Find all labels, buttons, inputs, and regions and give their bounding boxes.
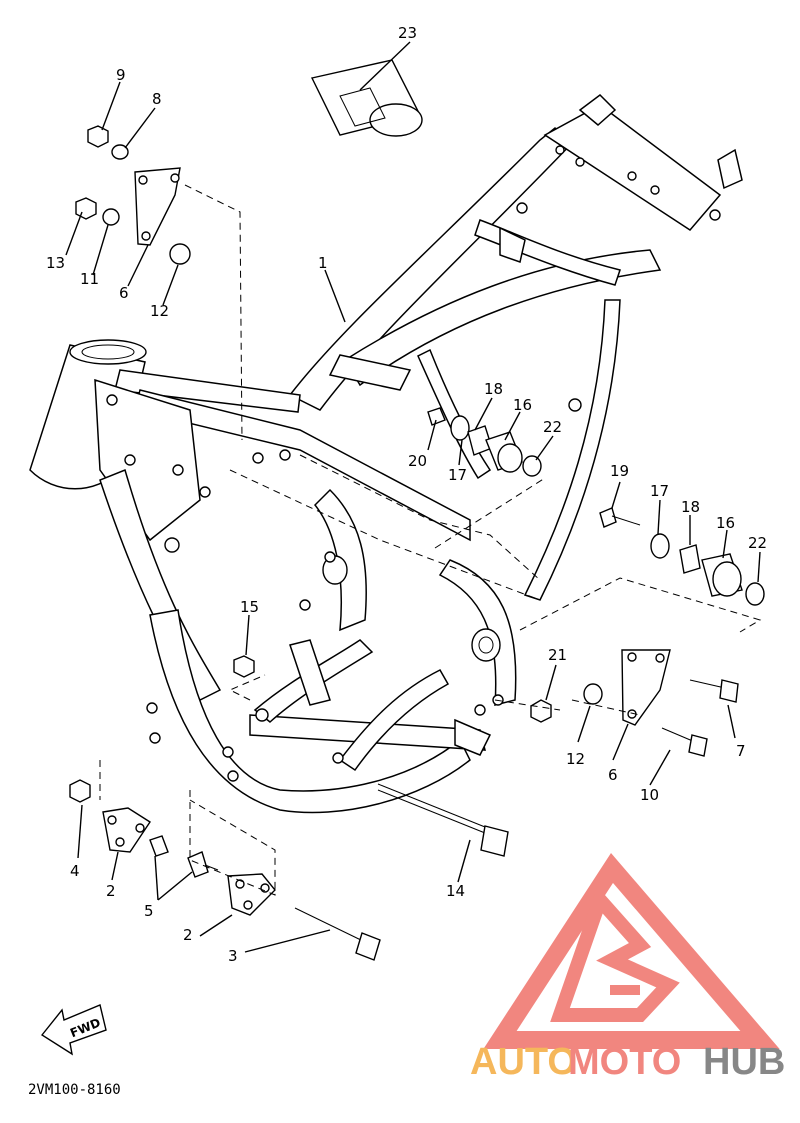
washer-8 (111, 144, 129, 160)
callout-22-top: 22 (543, 418, 562, 436)
callout-4: 4 (70, 862, 80, 880)
callout-1: 1 (318, 254, 328, 272)
bolt-14 (377, 789, 491, 836)
frame-cover-sleeve (310, 59, 423, 137)
bolt-5a (149, 835, 169, 857)
bracket-6-right (621, 649, 671, 726)
nut-21 (530, 699, 552, 723)
bolt-20 (427, 407, 446, 426)
bracket-2-right (227, 873, 276, 916)
washer-22-right (745, 582, 765, 606)
callout-16-top: 16 (513, 396, 532, 414)
callout-21: 21 (548, 646, 567, 664)
nut-13 (75, 197, 97, 220)
callout-13: 13 (46, 254, 65, 272)
washer-22-top (522, 455, 542, 477)
callout-2-right: 2 (183, 926, 193, 944)
bolt-7 (689, 679, 726, 689)
leader-lines (65, 41, 761, 953)
callout-6-top: 6 (119, 284, 129, 302)
callout-14: 14 (446, 882, 465, 900)
bracket-6-top (134, 167, 181, 246)
bushing-17-top (450, 415, 470, 441)
callout-7: 7 (736, 742, 746, 760)
nut-9 (87, 125, 109, 148)
collar-18-right (679, 544, 701, 574)
bolt-19 (599, 507, 617, 528)
rear-subframe (288, 94, 743, 601)
bolt-10 (661, 727, 696, 743)
callout-9: 9 (116, 66, 126, 84)
main-frame (29, 339, 517, 814)
logo-text-hub: HUB (703, 1041, 785, 1083)
callout-12-top: 12 (150, 302, 169, 320)
callout-20: 20 (408, 452, 427, 470)
callout-19: 19 (610, 462, 629, 480)
callout-17-top: 17 (448, 466, 467, 484)
callout-17-right: 17 (650, 482, 669, 500)
nut-4 (69, 779, 91, 803)
callout-5: 5 (144, 902, 154, 920)
collar-12-top (169, 243, 191, 265)
part-code: 2VM100-8160 (28, 1082, 121, 1098)
callout-3: 3 (228, 947, 238, 965)
callout-labels: 23 9 8 13 11 6 12 1 18 16 22 20 17 19 17… (46, 24, 767, 965)
logo-text-moto: MOTO (568, 1041, 681, 1083)
callout-10: 10 (640, 786, 659, 804)
callout-6-right: 6 (608, 766, 618, 784)
callout-2-left: 2 (106, 882, 116, 900)
callout-23: 23 (398, 24, 417, 42)
bolt-3 (294, 907, 366, 943)
bushing-17-right (650, 533, 670, 559)
nut-15 (233, 655, 255, 678)
collar-12-right (583, 683, 603, 705)
callout-18-right: 18 (681, 498, 700, 516)
callout-8: 8 (152, 90, 162, 108)
logo-text-auto: AUTO (470, 1041, 577, 1083)
bolt-5b (187, 851, 209, 878)
automotohub-logo: AUTO MOTO HUB (470, 853, 785, 1083)
hardware (69, 59, 765, 961)
logo-triangle (483, 853, 780, 1049)
callout-15: 15 (240, 598, 259, 616)
callout-22-right: 22 (748, 534, 767, 552)
assembly-guides (99, 184, 762, 896)
callout-16-right: 16 (716, 514, 735, 532)
callout-11: 11 (80, 270, 99, 288)
fwd-arrow: FWD (40, 1004, 107, 1056)
callout-18-top: 18 (484, 380, 503, 398)
washer-11 (102, 208, 120, 226)
callout-12-right: 12 (566, 750, 585, 768)
